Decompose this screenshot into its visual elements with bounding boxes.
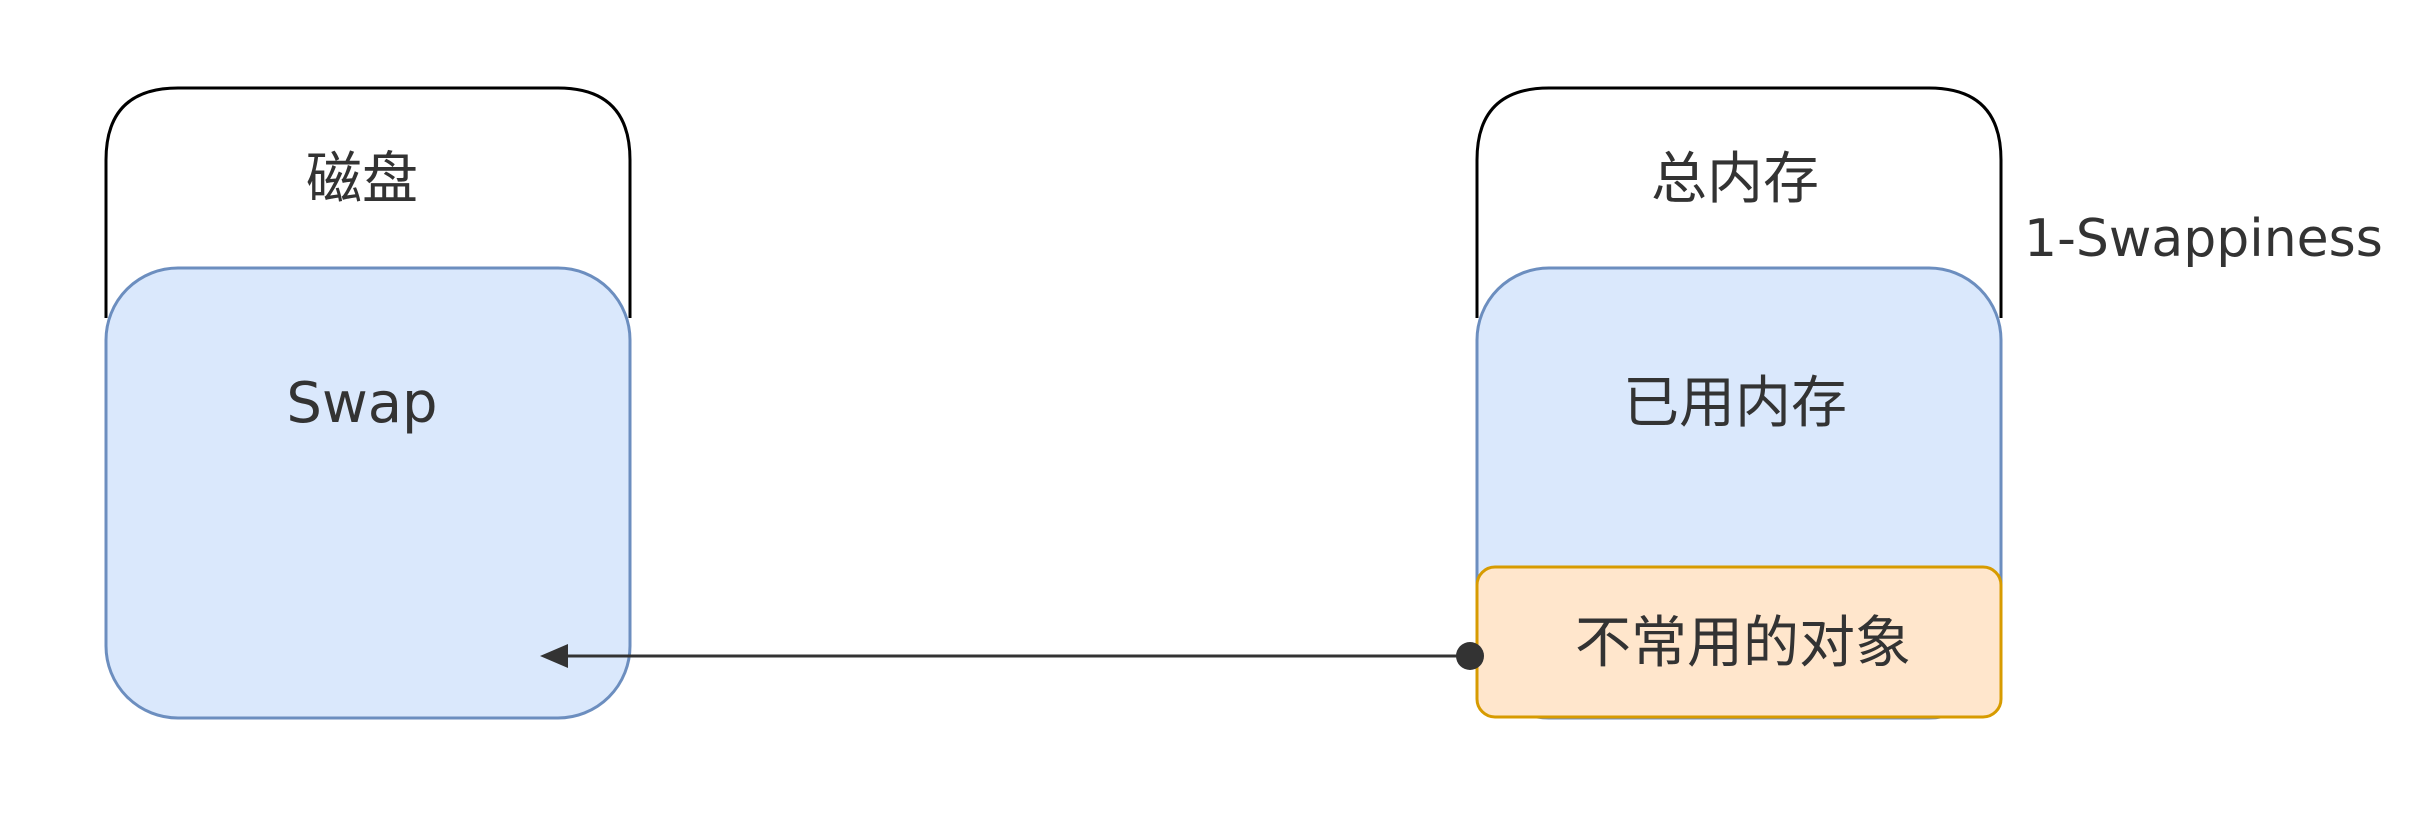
connector-start-dot: [1456, 642, 1484, 670]
memory-node: 总内存: [1475, 86, 2003, 318]
memory-container: [1475, 86, 2003, 318]
infrequent-objects-label: 不常用的对象: [1575, 611, 1911, 676]
swap-node: Swap: [104, 266, 632, 720]
infrequent-objects-node: 不常用的对象: [1475, 565, 2003, 719]
swap-box: [104, 266, 632, 720]
swap-label: Swap: [286, 371, 437, 436]
infrequent-objects-box: [1475, 565, 2003, 719]
swap-out-connector: [540, 642, 1484, 670]
memory-title: 总内存: [1651, 147, 1819, 212]
used-memory-label: 已用内存: [1623, 371, 1847, 436]
swappiness-label: 1-Swappiness: [2024, 209, 2383, 269]
disk-container: [104, 86, 632, 318]
disk-node: 磁盘: [104, 86, 632, 318]
disk-title: 磁盘: [306, 147, 418, 212]
connector-arrowhead: [540, 644, 568, 668]
